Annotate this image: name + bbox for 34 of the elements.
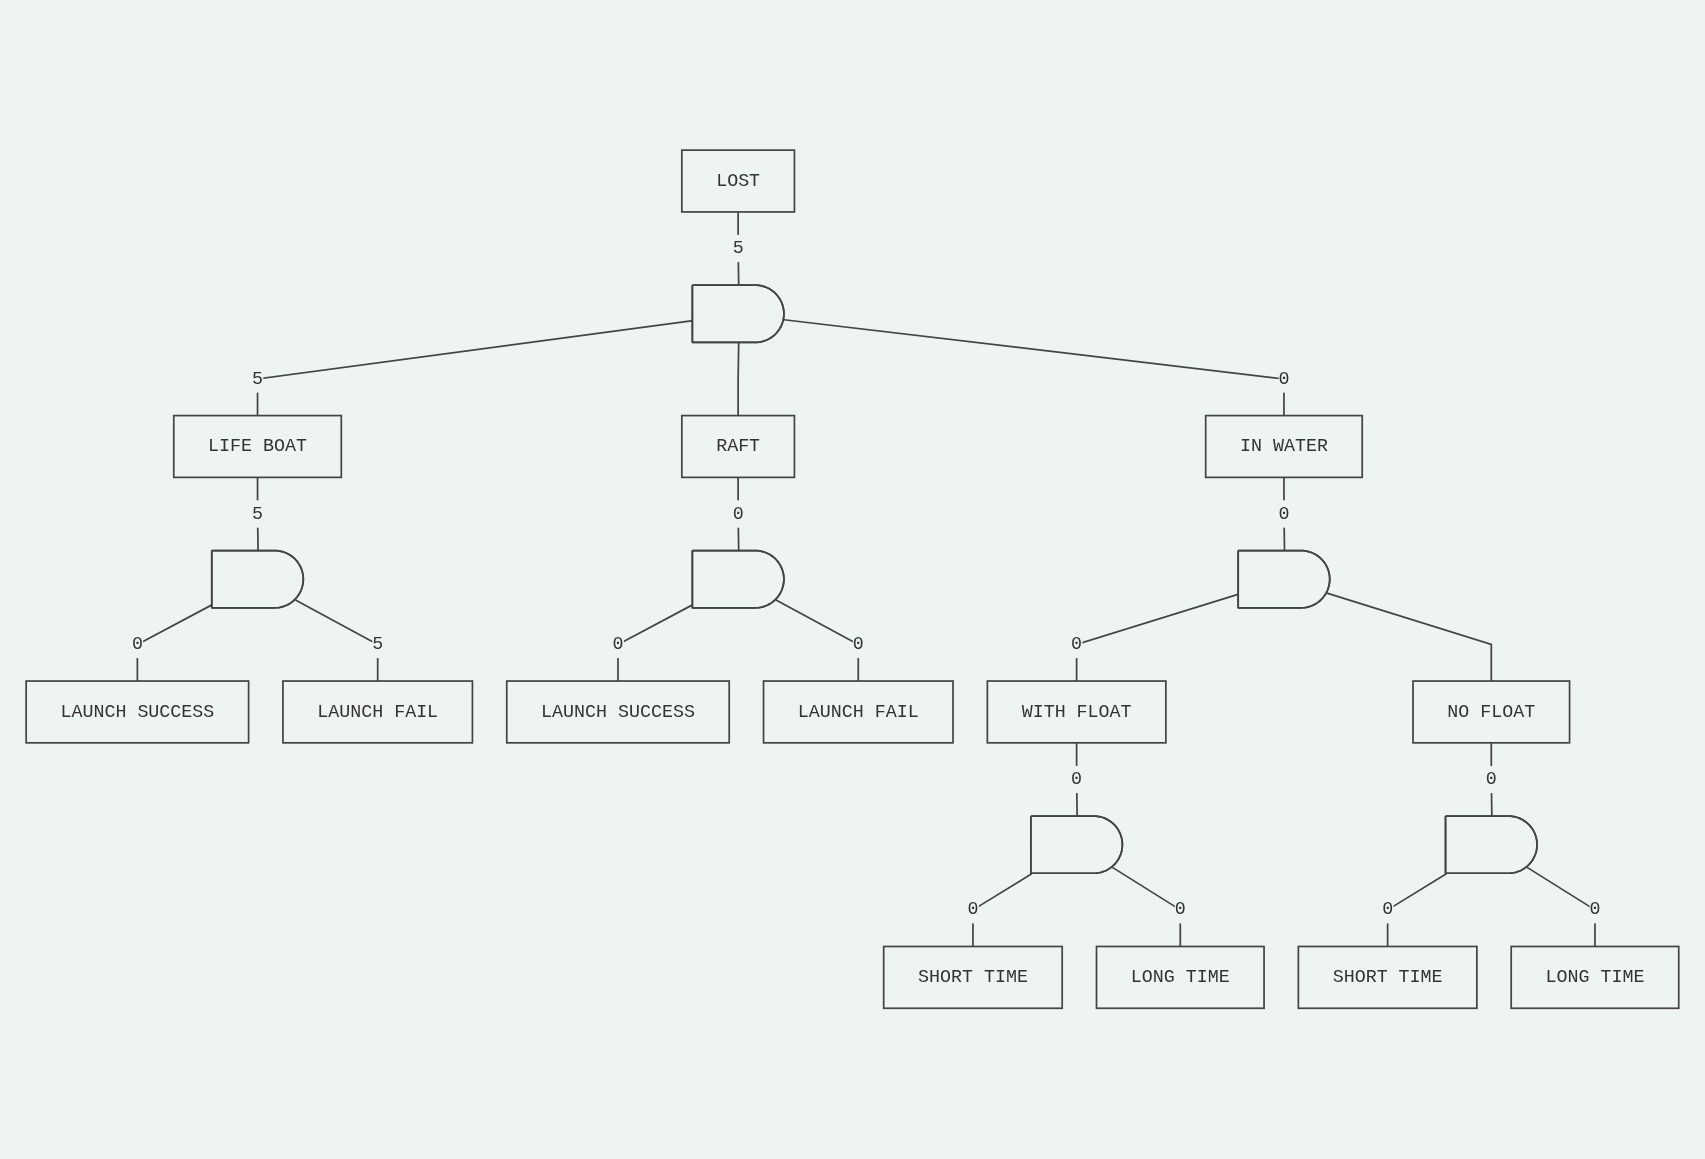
- edge-label: 0: [1278, 368, 1290, 390]
- node-box: SHORT TIME: [882, 945, 1064, 1010]
- node-box: LAUNCH SUCCESS: [505, 680, 731, 744]
- node-box: LONG TIME: [1510, 945, 1680, 1010]
- edge-label: 0: [1485, 769, 1497, 791]
- node-box: LOST: [681, 149, 796, 214]
- edge-label: 0: [1382, 899, 1394, 921]
- edge-label: 5: [732, 238, 744, 260]
- edge-label: 0: [1589, 899, 1601, 921]
- edge-label: 0: [1174, 899, 1186, 921]
- node-box: LAUNCH FAIL: [762, 680, 954, 744]
- node-box: NO FLOAT: [1412, 680, 1571, 744]
- node-box: LONG TIME: [1095, 945, 1265, 1010]
- node-box: IN WATER: [1204, 415, 1364, 479]
- edge-label: 5: [252, 503, 264, 525]
- connector: [1326, 592, 1493, 683]
- connector: [737, 342, 740, 417]
- edge-label: 0: [1071, 769, 1083, 791]
- edge-label: 0: [131, 634, 143, 656]
- node-box: RAFT: [681, 415, 796, 479]
- edge-label: 0: [732, 503, 744, 525]
- edge-label: 5: [372, 634, 384, 656]
- node-box: LAUNCH SUCCESS: [25, 680, 250, 744]
- edge-label: 0: [852, 634, 864, 656]
- edge-label: 0: [1071, 634, 1083, 656]
- edge-label: 0: [967, 899, 979, 921]
- node-box: SHORT TIME: [1297, 945, 1478, 1010]
- edge-label: 0: [612, 634, 624, 656]
- connector: [783, 319, 1285, 417]
- node-box: LAUNCH FAIL: [282, 680, 474, 744]
- node-box: WITH FLOAT: [986, 680, 1167, 744]
- edge-label: 5: [252, 368, 264, 390]
- node-box: LIFE BOAT: [172, 415, 343, 479]
- edge-label: 0: [1278, 503, 1290, 525]
